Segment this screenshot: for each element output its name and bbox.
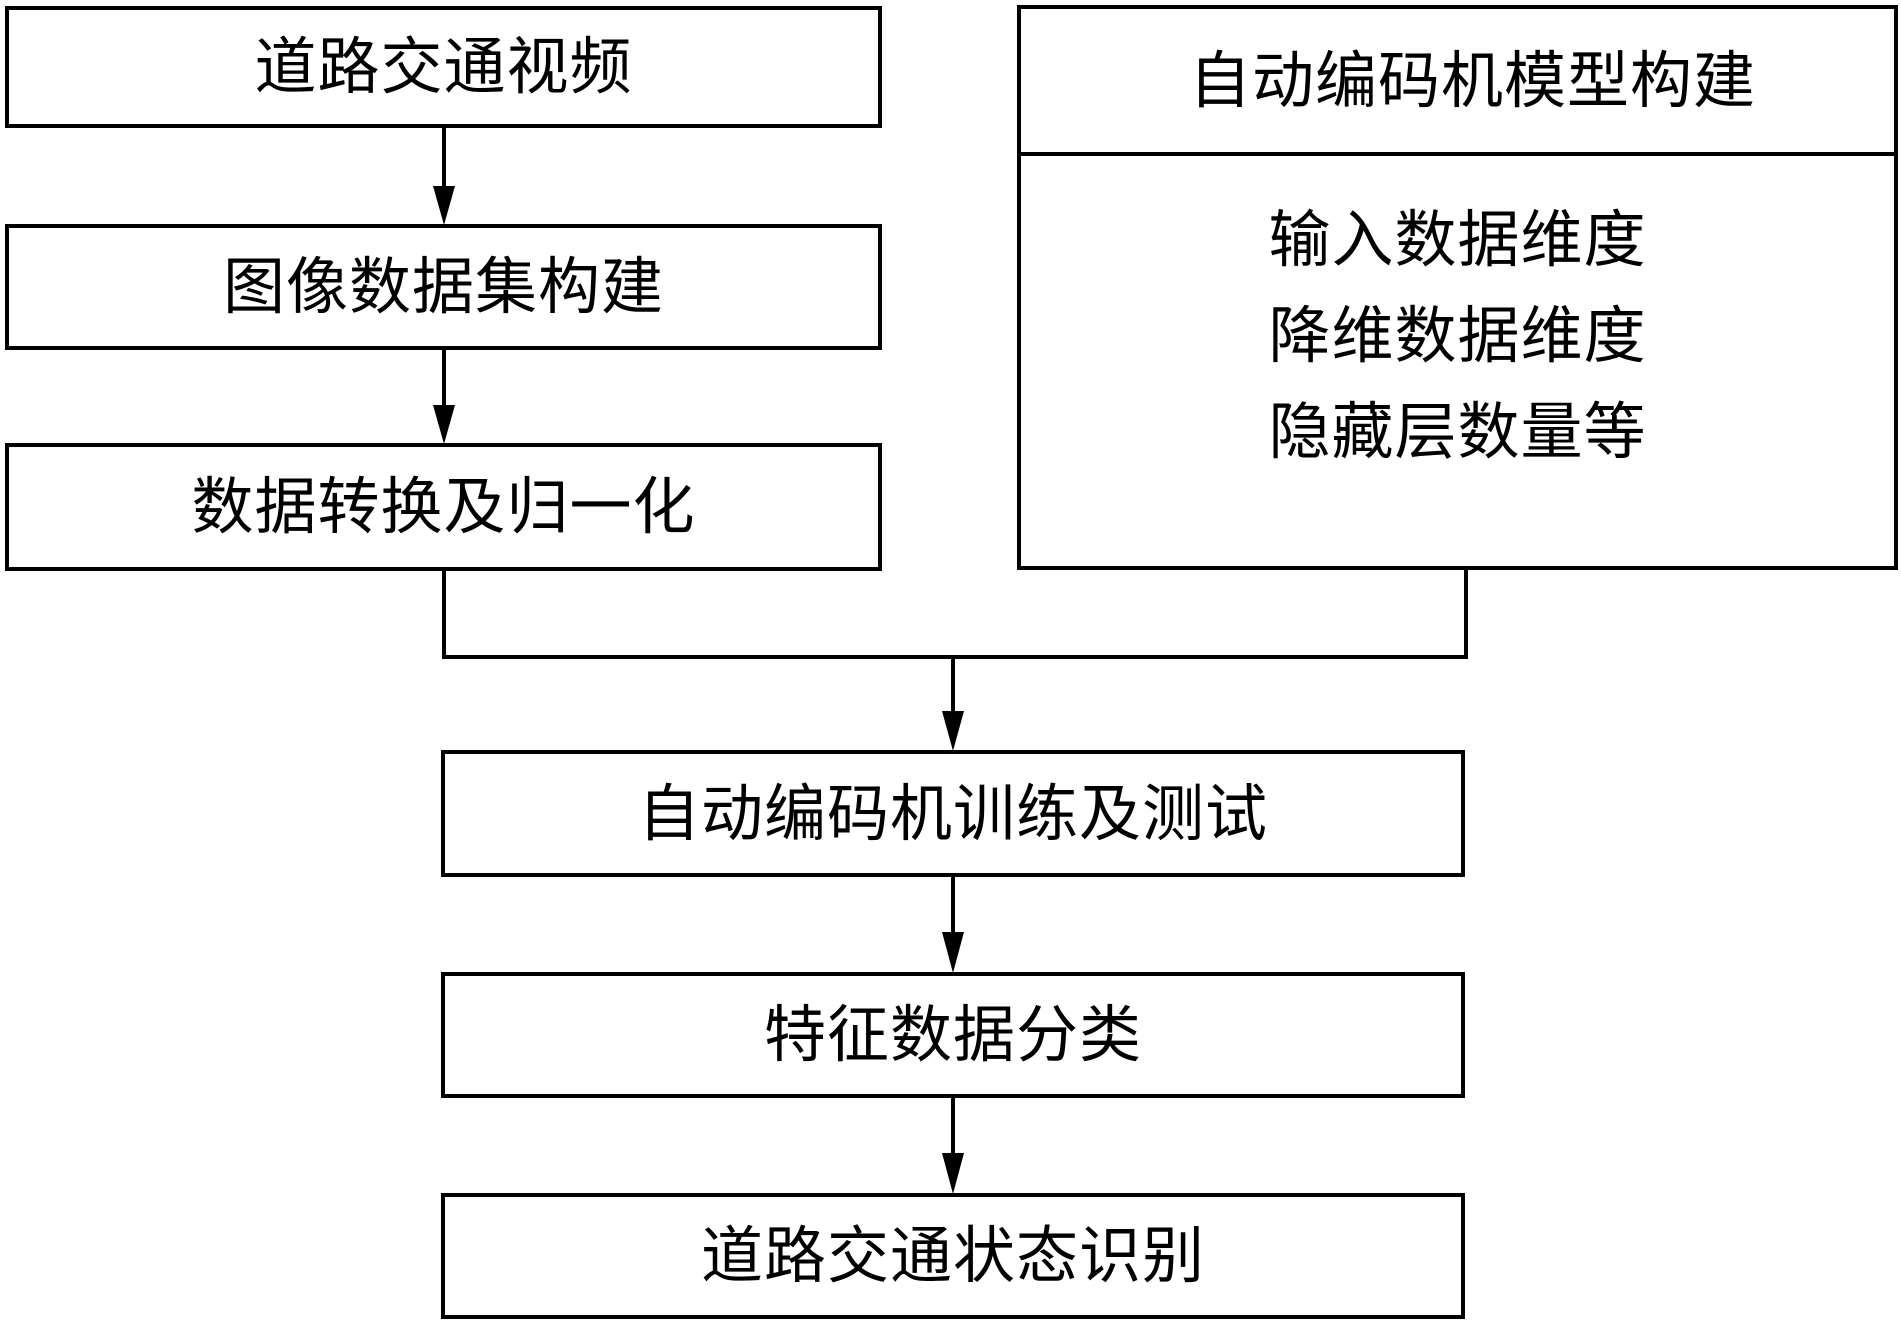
arrowhead-icon (942, 711, 964, 751)
model-box-params: 输入数据维度 降维数据维度 隐藏层数量等 (1021, 156, 1894, 566)
node-autoencoder-model: 自动编码机模型构建 输入数据维度 降维数据维度 隐藏层数量等 (1017, 5, 1898, 570)
node-label: 数据转换及归一化 (191, 470, 696, 543)
model-box-header: 自动编码机模型构建 (1021, 9, 1894, 156)
node-data-normalization: 数据转换及归一化 (5, 443, 882, 571)
model-param: 隐藏层数量等 (1268, 395, 1647, 468)
node-label: 图像数据集构建 (222, 250, 664, 323)
arrowhead-icon (942, 1153, 964, 1194)
node-label: 特征数据分类 (763, 998, 1142, 1071)
node-label: 道路交通视频 (254, 30, 633, 103)
arrowhead-icon (942, 932, 964, 973)
node-label: 自动编码机训练及测试 (637, 776, 1268, 850)
node-train-test: 自动编码机训练及测试 (441, 750, 1465, 877)
node-traffic-state-recognition: 道路交通状态识别 (441, 1193, 1465, 1319)
model-param: 降维数据维度 (1268, 299, 1647, 372)
arrowhead-icon (433, 186, 455, 225)
node-traffic-video: 道路交通视频 (5, 6, 882, 128)
node-feature-classification: 特征数据分类 (441, 972, 1465, 1098)
arrowhead-icon (433, 405, 455, 444)
model-param: 输入数据维度 (1268, 203, 1647, 276)
node-image-dataset: 图像数据集构建 (5, 224, 882, 350)
node-label: 道路交通状态识别 (700, 1219, 1205, 1292)
model-box-title: 自动编码机模型构建 (1188, 43, 1756, 117)
